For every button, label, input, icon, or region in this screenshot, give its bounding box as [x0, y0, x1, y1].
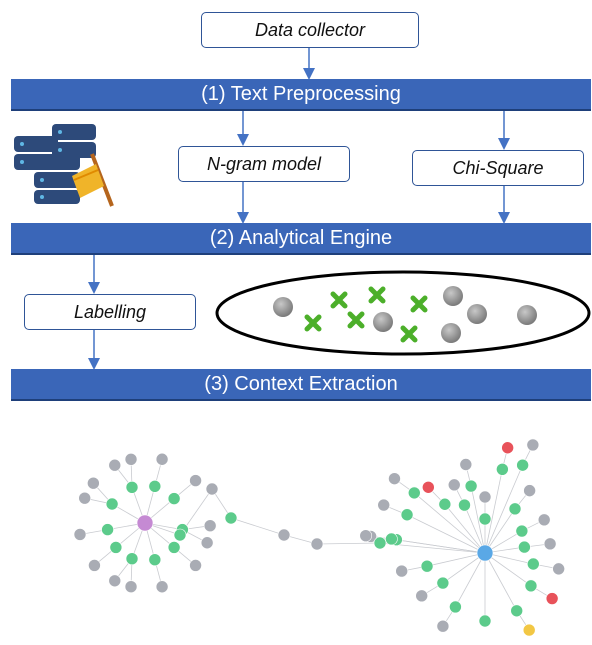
graph-green-node: [109, 541, 123, 554]
graph-edge: [444, 504, 486, 554]
graph-grey-node: [359, 529, 373, 543]
graph-edge: [484, 464, 523, 554]
graph-hub-node: [476, 544, 494, 562]
graph-green-node: [458, 498, 471, 512]
graph-green-node: [510, 604, 523, 618]
graph-green-node: [148, 553, 162, 567]
graph-grey-node: [526, 438, 540, 452]
graph-green-node: [167, 541, 181, 554]
graph-grey-node: [124, 453, 138, 466]
graph-green-node: [173, 528, 187, 542]
graph-hub-node: [136, 514, 154, 532]
graph-edge: [230, 517, 285, 536]
graph-green-node: [148, 479, 162, 493]
graph-grey-node: [478, 490, 492, 504]
graph-grey-node: [124, 580, 138, 593]
graph-edge: [484, 508, 516, 554]
graph-green-node: [125, 480, 139, 494]
graph-green-node: [167, 492, 181, 505]
graph-grey-node: [108, 574, 122, 588]
graph-grey-node: [88, 559, 101, 572]
graph-green-node: [420, 559, 434, 573]
graph-grey-node: [543, 537, 557, 551]
graph-green-node: [496, 462, 509, 476]
graph-grey-node: [523, 484, 536, 497]
graph-grey-node: [203, 519, 217, 533]
graph-edge: [455, 552, 486, 608]
graph-grey-node: [537, 513, 551, 527]
connectors-layer: [14, 48, 591, 370]
graph-grey-node: [377, 498, 391, 512]
graph-green-node: [101, 523, 114, 536]
graph-green-node: [436, 576, 450, 590]
graph-grey-node: [189, 559, 202, 572]
graph-grey-node: [205, 482, 219, 496]
graph-grey-node: [545, 592, 559, 605]
graph-edge: [391, 538, 486, 554]
graph-grey-node: [501, 441, 514, 455]
graph-grey-node: [78, 491, 92, 505]
graph-edge: [426, 552, 486, 567]
database-cleaning-icon: [14, 124, 114, 207]
graph-green-node: [438, 497, 452, 511]
graph-edge: [414, 492, 486, 554]
graph-edge: [316, 542, 381, 545]
graph-grey-node: [415, 589, 428, 603]
graph-green-node: [508, 502, 522, 516]
graph-edge: [470, 485, 486, 554]
graph-grey-node: [200, 536, 214, 550]
graph-green-node: [224, 511, 238, 525]
graph-grey-node: [155, 580, 169, 594]
ngram-model-box: N-gram model: [178, 146, 350, 182]
clustering-scatter: [215, 270, 591, 356]
graph-grey-node: [436, 619, 450, 633]
graph-green-node: [385, 532, 398, 546]
graph-green-node: [449, 600, 462, 614]
graph-grey-node: [422, 480, 435, 494]
graph-edge: [484, 552, 518, 611]
stage-context-extraction: (3) Context Extraction: [11, 369, 591, 401]
graph-green-node: [516, 458, 529, 472]
graph-grey-node: [395, 564, 408, 578]
labelling-box: Labelling: [24, 294, 196, 330]
graph-green-node: [407, 486, 421, 500]
graph-grey-node: [388, 472, 401, 485]
graph-edge: [484, 552, 532, 587]
graph-grey-node: [155, 452, 169, 466]
graph-grey-node: [459, 458, 473, 471]
graph-green-node: [526, 557, 540, 571]
graph-grey-node: [73, 528, 87, 541]
graph-grey-node: [552, 562, 565, 576]
graph-edge: [442, 552, 486, 584]
context-graph: [73, 438, 565, 637]
graph-green-node: [515, 524, 529, 538]
graph-edge: [406, 514, 486, 554]
graph-green-node: [478, 512, 492, 526]
graph-grey-node: [108, 458, 122, 472]
graph-edge: [464, 504, 486, 554]
graph-green-node: [400, 508, 414, 522]
data-collector-box: Data collector: [201, 12, 419, 48]
graph-grey-node: [277, 528, 291, 542]
graph-green-node: [524, 579, 538, 593]
graph-edge: [484, 469, 503, 554]
graph-green-node: [464, 479, 478, 493]
graph-green-node: [518, 540, 531, 554]
stage-analytical-engine: (2) Analytical Engine: [11, 223, 591, 255]
graph-grey-node: [189, 474, 202, 487]
graph-green-node: [478, 614, 492, 628]
graph-grey-node: [310, 537, 324, 551]
chi-square-box: Chi-Square: [412, 150, 584, 186]
stage-text-preprocessing: (1) Text Preprocessing: [11, 79, 591, 111]
graph-grey-node: [87, 476, 100, 490]
graph-grey-node: [522, 623, 536, 637]
graph-green-node: [125, 552, 139, 566]
graph-green-node: [373, 536, 387, 550]
graph-green-node: [105, 497, 119, 511]
graph-grey-node: [447, 478, 461, 492]
